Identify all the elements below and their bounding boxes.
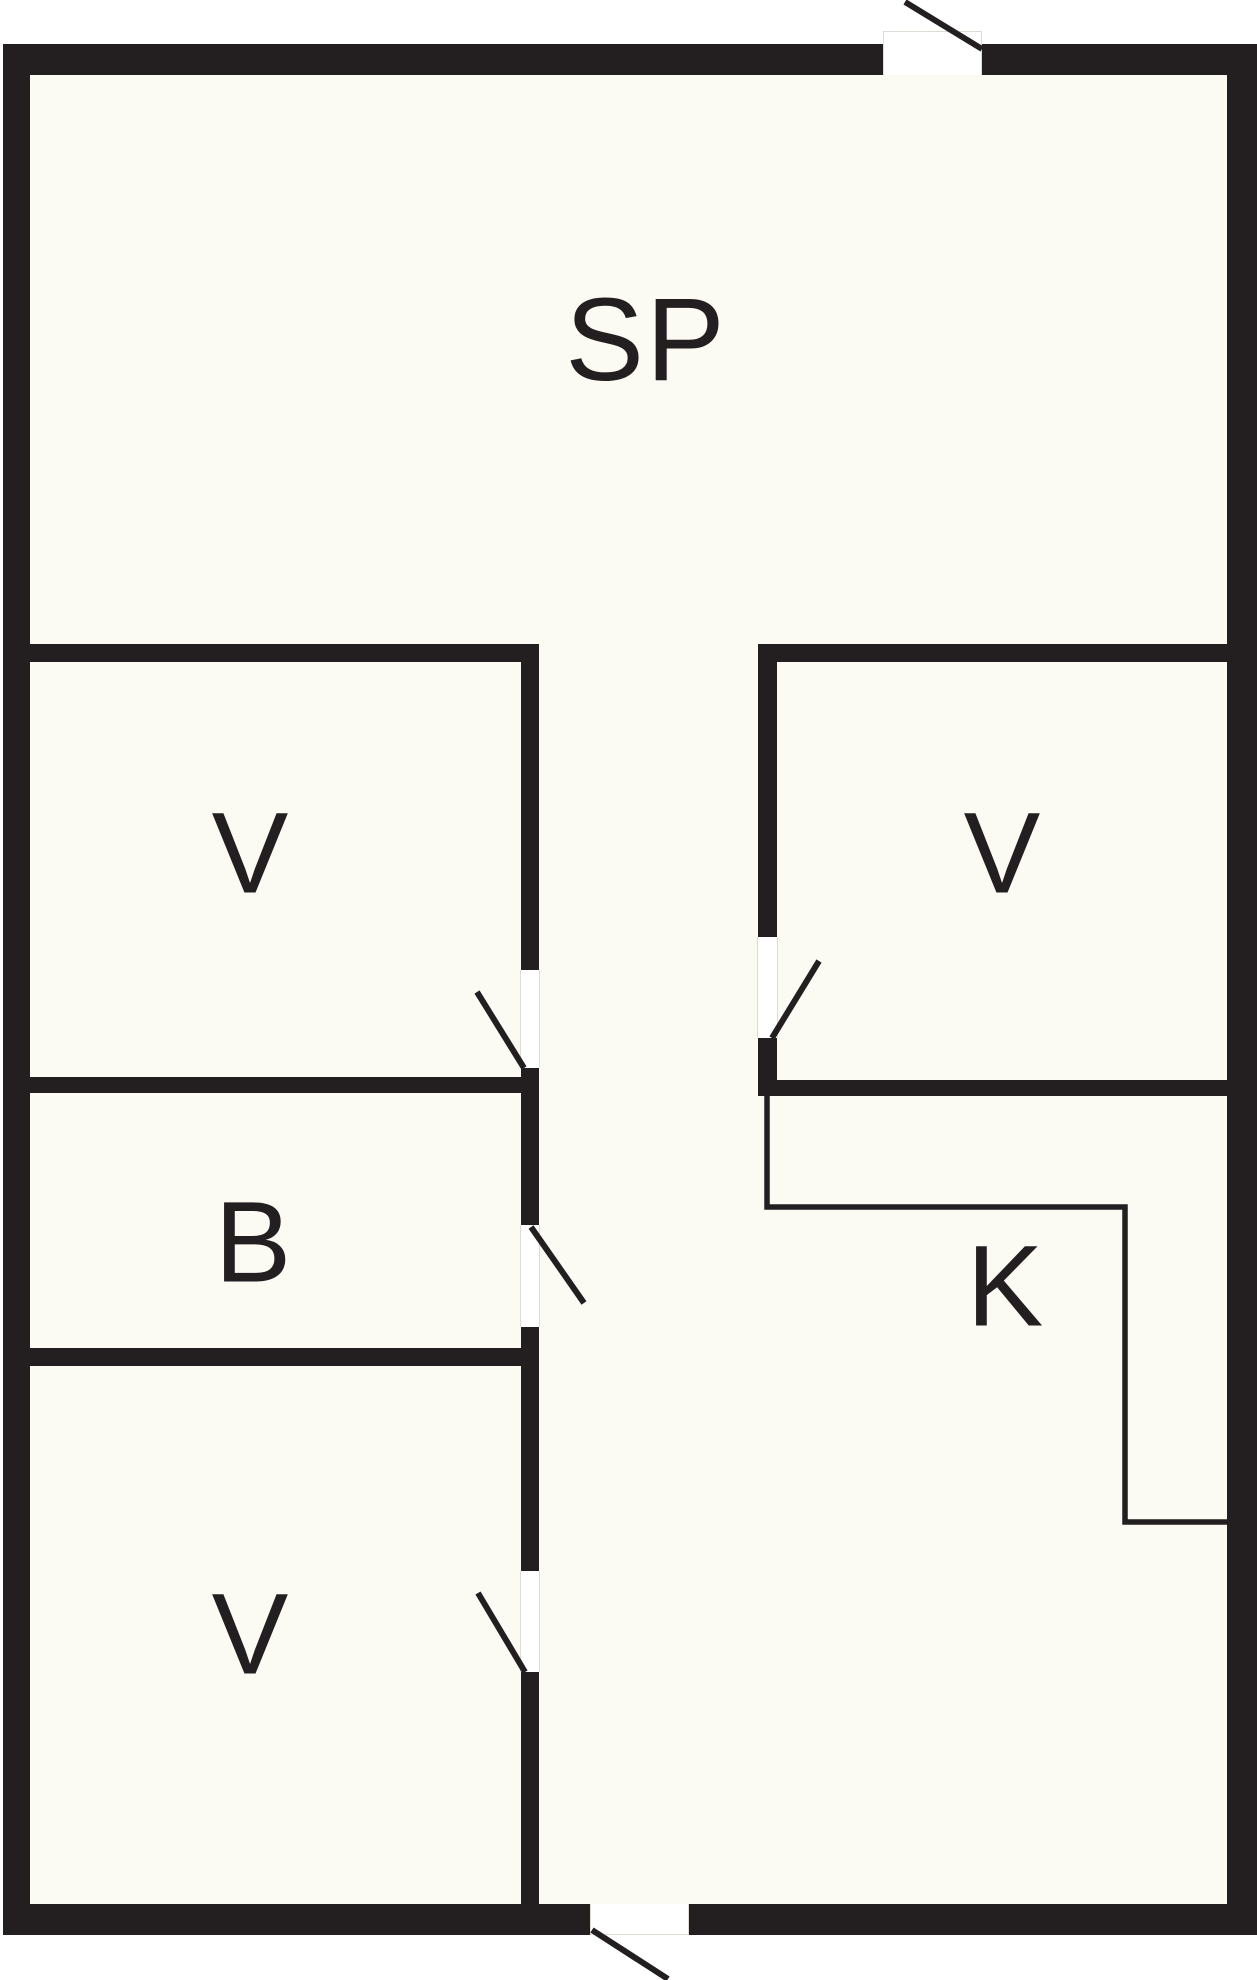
wall-sp-bottom-left bbox=[3, 644, 539, 662]
wall-corridor-seg1 bbox=[521, 644, 539, 970]
wall-corridor-seg3 bbox=[521, 1327, 539, 1571]
room-label-sp: SP bbox=[565, 274, 727, 406]
wall-outer-left bbox=[3, 44, 30, 1935]
door-panel-v-right bbox=[757, 937, 778, 1038]
door-panel-v-top-left bbox=[520, 970, 540, 1068]
wall-corridor-seg2 bbox=[521, 1068, 539, 1225]
wall-corridor-seg4 bbox=[521, 1672, 539, 1904]
wall-v-b-divider bbox=[3, 1077, 539, 1093]
room-label-v-bottom-left: V bbox=[211, 1570, 291, 1699]
floor-area bbox=[3, 44, 1257, 1935]
room-label-b: B bbox=[214, 1178, 294, 1307]
room-label-v-top-left: V bbox=[211, 789, 291, 918]
door-panel-bottom bbox=[590, 1904, 689, 1935]
wall-outer-top bbox=[3, 44, 1257, 75]
wall-b-v-divider bbox=[3, 1348, 539, 1366]
wall-right-room-top bbox=[758, 644, 1227, 662]
wall-right-room-bottom bbox=[758, 1080, 1227, 1096]
room-label-v-right: V bbox=[963, 789, 1043, 918]
room-label-k: K bbox=[966, 1222, 1046, 1351]
door-panel-b bbox=[520, 1225, 540, 1327]
wall-right-room-left-seg1 bbox=[758, 644, 777, 937]
door-panel-v-bottom-left bbox=[520, 1571, 540, 1672]
wall-outer-right bbox=[1227, 44, 1257, 1935]
